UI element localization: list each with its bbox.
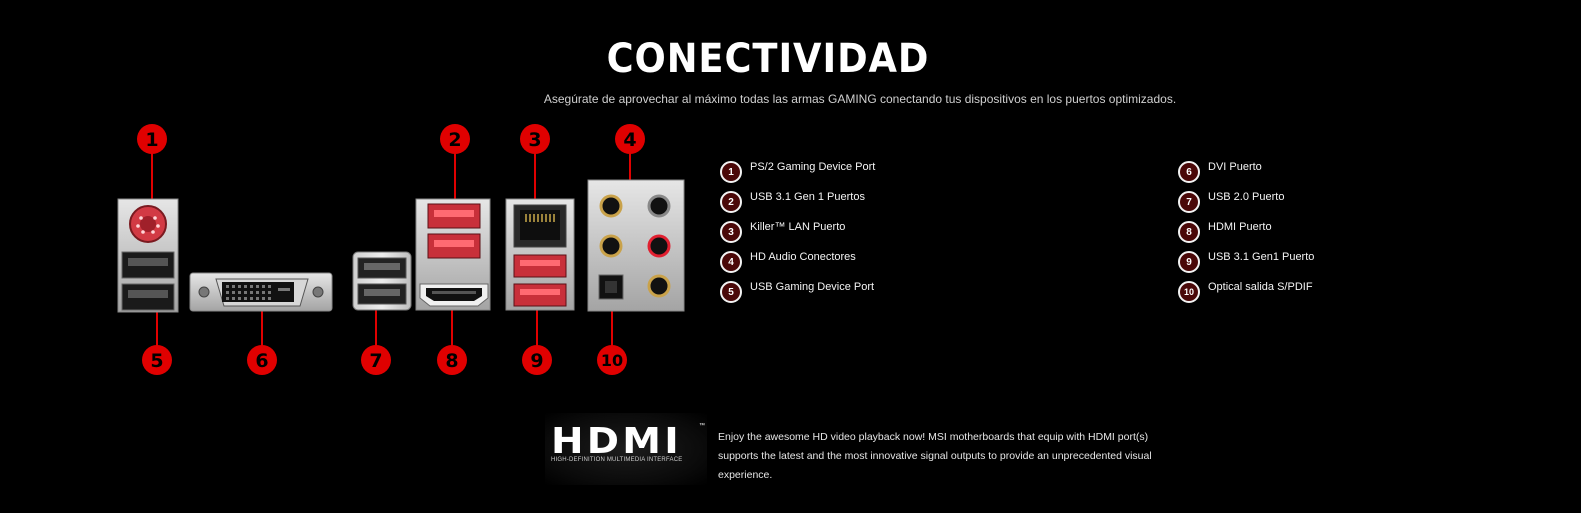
legend-number: 10 <box>1178 281 1200 303</box>
hdmi-logo: HDMI ™ HIGH-DEFINITION MULTIMEDIA INTERF… <box>545 413 707 485</box>
marker-8: 8 <box>437 345 467 375</box>
ps2-usb-stack-port <box>117 198 179 313</box>
marker-8-label: 8 <box>445 350 458 372</box>
page-title: CONECTIVIDAD <box>606 36 930 82</box>
marker-4-label: 4 <box>623 129 636 151</box>
legend-item-5: 5 USB Gaming Device Port <box>720 278 874 306</box>
marker-1-label: 1 <box>145 129 158 151</box>
audio-jacks-panel <box>587 179 685 312</box>
legend-label: DVI Puerto <box>1208 161 1262 173</box>
marker-7: 7 <box>361 345 391 375</box>
usb2-port-stack <box>352 251 412 311</box>
legend-item-9: 9 USB 3.1 Gen1 Puerto <box>1178 248 1314 276</box>
marker-4: 4 <box>615 124 645 154</box>
legend-item-10: 10 Optical salida S/PDIF <box>1178 278 1313 306</box>
legend-number: 4 <box>720 251 742 273</box>
legend-label: USB 3.1 Gen 1 Puertos <box>750 191 865 203</box>
legend-number: 5 <box>720 281 742 303</box>
legend-label: PS/2 Gaming Device Port <box>750 161 876 173</box>
marker-2: 2 <box>440 124 470 154</box>
legend-number: 2 <box>720 191 742 213</box>
legend-item-6: 6 DVI Puerto <box>1178 158 1262 186</box>
marker-3-label: 3 <box>528 129 541 151</box>
marker-2-label: 2 <box>448 129 461 151</box>
legend-number: 9 <box>1178 251 1200 273</box>
legend-label: HDMI Puerto <box>1208 221 1272 233</box>
legend-item-4: 4 HD Audio Conectores <box>720 248 856 276</box>
legend-item-2: 2 USB 3.1 Gen 1 Puertos <box>720 188 865 216</box>
hdmi-description: Enjoy the awesome HD video playback now!… <box>718 431 1152 481</box>
legend-number: 6 <box>1178 161 1200 183</box>
legend-label: Killer™ LAN Puerto <box>750 221 846 233</box>
marker-5: 5 <box>142 345 172 375</box>
legend-label: USB Gaming Device Port <box>750 281 875 293</box>
legend-number: 1 <box>720 161 742 183</box>
marker-10-label: 10 <box>601 351 623 370</box>
marker-6-label: 6 <box>255 350 268 372</box>
dvi-port <box>189 272 333 312</box>
marker-10: 10 <box>597 345 627 375</box>
io-ports-diagram: 1 2 3 4 5 6 7 8 9 10 <box>117 124 685 375</box>
legend-label: Optical salida S/PDIF <box>1208 281 1313 293</box>
legend-item-1: 1 PS/2 Gaming Device Port <box>720 158 875 186</box>
legend-label: USB 3.1 Gen1 Puerto <box>1208 251 1315 263</box>
hdmi-tagline: HIGH-DEFINITION MULTIMEDIA INTERFACE <box>551 457 683 463</box>
marker-3: 3 <box>520 124 550 154</box>
marker-9: 9 <box>522 345 552 375</box>
legend-item-3: 3 Killer™ LAN Puerto <box>720 218 845 246</box>
marker-1: 1 <box>137 124 167 154</box>
usb31-hdmi-stack <box>415 198 491 311</box>
page-subtitle: Asegúrate de aprovechar al máximo todas … <box>543 92 1177 106</box>
lan-usb-stack <box>505 198 575 311</box>
legend-label: HD Audio Conectores <box>750 251 856 263</box>
marker-6: 6 <box>247 345 277 375</box>
marker-9-label: 9 <box>530 350 543 372</box>
legend-item-7: 7 USB 2.0 Puerto <box>1178 188 1284 216</box>
legend-item-8: 8 HDMI Puerto <box>1178 218 1272 246</box>
hdmi-logo-word: HDMI <box>551 421 682 462</box>
legend-number: 3 <box>720 221 742 243</box>
marker-7-label: 7 <box>369 350 382 372</box>
legend-number: 8 <box>1178 221 1200 243</box>
marker-5-label: 5 <box>150 350 163 372</box>
legend-number: 7 <box>1178 191 1200 213</box>
hdmi-trademark: ™ <box>699 423 705 429</box>
legend-label: USB 2.0 Puerto <box>1208 191 1285 203</box>
